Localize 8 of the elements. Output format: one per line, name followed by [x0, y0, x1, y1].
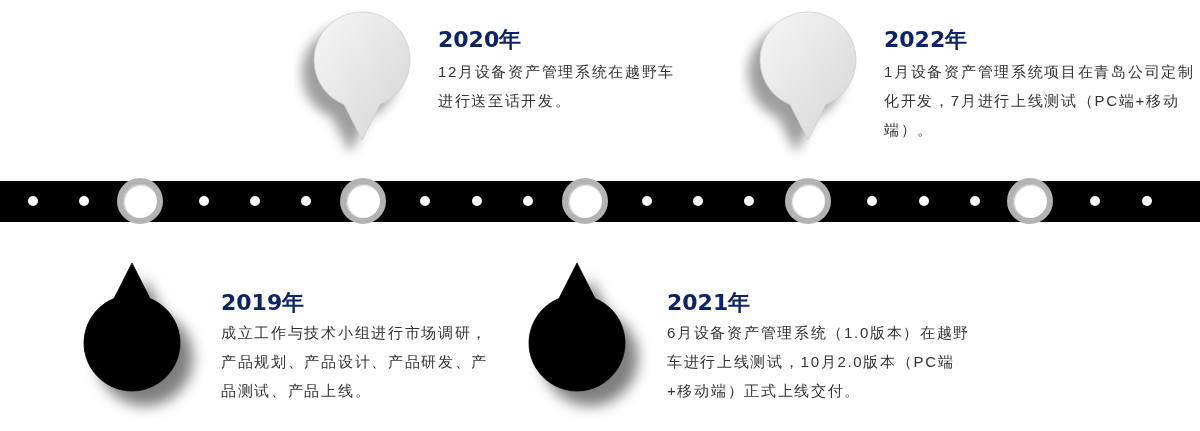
year-heading: 2020年 — [438, 27, 522, 53]
milestone-description: 1月设备资产管理系统项目在青岛公司定制化开发，7月进行上线测试（PC端+移动端）。 — [884, 62, 1196, 140]
year-heading: 2021年 — [667, 290, 751, 316]
year-heading: 2022年 — [884, 27, 968, 53]
milestone-description: 12月设备资产管理系统在越野车进行送至话开发。 — [438, 62, 677, 111]
milestone-description: 6月设备资产管理系统（1.0版本）在越野车进行上线测试，10月2.0版本（PC端+移动端）正式上线交付。 — [667, 323, 972, 401]
milestone-description: 成立工作与技术小组进行市场调研，产品规划、产品设计、产品研发、产品测试、产品上线。 — [221, 323, 490, 401]
year-heading: 2019年 — [221, 290, 305, 316]
